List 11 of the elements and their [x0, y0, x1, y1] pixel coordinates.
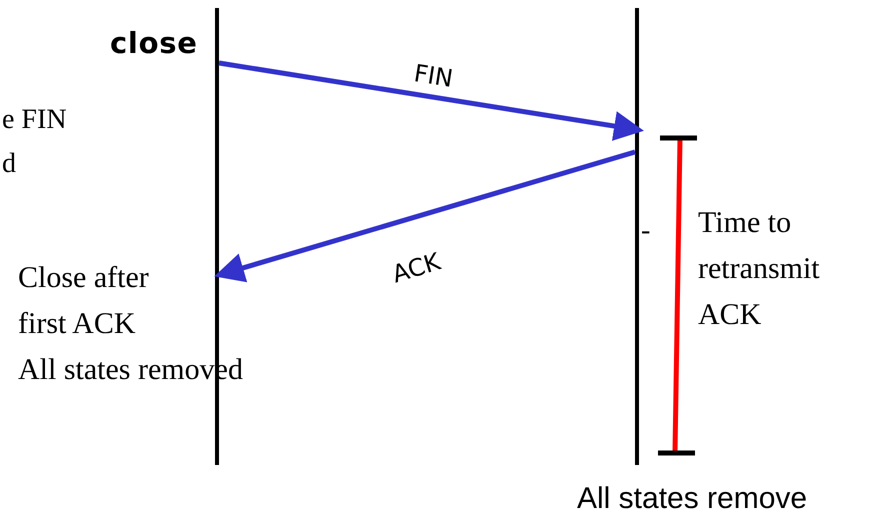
tick-mark-text: - — [641, 214, 650, 248]
event-label: close — [110, 25, 198, 62]
message-arrow — [214, 150, 636, 282]
annotation-text: Time to retransmit ACK — [698, 205, 821, 333]
annotation-text: e FIN d — [2, 103, 68, 181]
annotation-text: Close after first ACK — [18, 260, 150, 342]
edge-label: ACK — [388, 246, 445, 290]
message-arrow — [218, 60, 644, 141]
annotation-text: All states remove — [577, 481, 808, 512]
timeline — [635, 8, 639, 465]
edge-label: FIN — [411, 58, 456, 95]
